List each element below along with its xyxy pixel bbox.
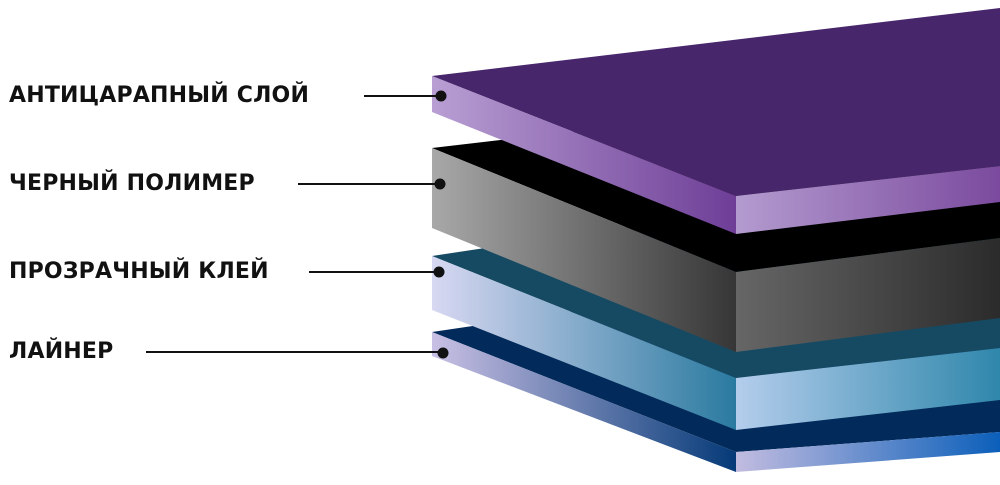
dot-marker-icon (434, 178, 446, 190)
leader-liner (146, 347, 449, 359)
label-transparent-adhesive: ПРОЗРАЧНЫЙ КЛЕЙ (9, 259, 269, 284)
label-liner: ЛАЙНЕР (9, 339, 114, 364)
dot-marker-icon (437, 347, 449, 359)
label-black-polymer: ЧЕРНЫЙ ПОЛИМЕР (9, 171, 255, 196)
label-anti-scratch-layer: АНТИЦАРАПНЫЙ СЛОЙ (9, 83, 310, 108)
anti-scratch-layer (432, 8, 1000, 234)
dot-marker-icon (433, 266, 445, 278)
dot-marker-icon (435, 90, 447, 102)
leader-adhesive (309, 266, 445, 278)
leader-anti-scratch (364, 90, 447, 102)
leader-black-polymer (298, 178, 446, 190)
